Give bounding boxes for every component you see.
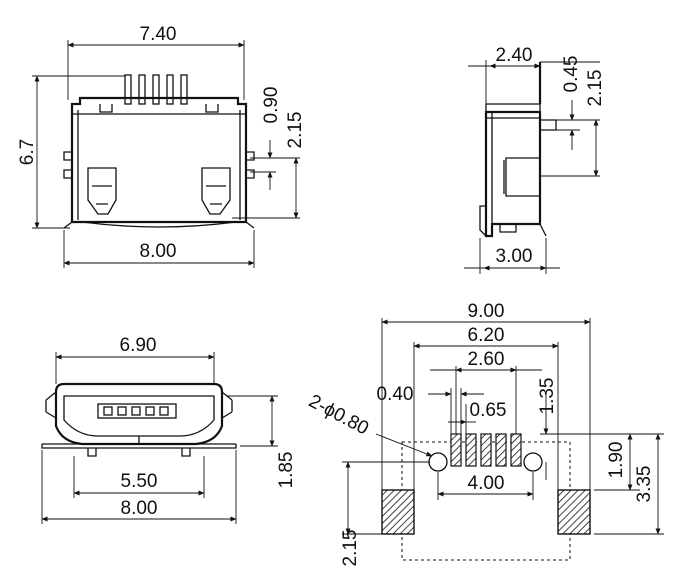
pcb-dim-215-label: 2.15	[340, 530, 361, 567]
opening-view-pegs	[87, 448, 191, 457]
opening-view-base	[41, 443, 237, 449]
pcb-hole-right	[523, 452, 543, 472]
side-view-bottom	[499, 223, 547, 237]
side-view-top	[485, 103, 541, 224]
opening-view-tongue	[97, 403, 177, 419]
side-width-bottom-label: 3.00	[496, 246, 533, 267]
front-view-body	[70, 96, 248, 224]
pcb-width-outer-label: 9.00	[468, 301, 505, 322]
front-dim-b-label: 2.15	[285, 112, 306, 149]
front-view-latches	[87, 167, 231, 215]
side-view-foot	[479, 205, 487, 238]
opening-width-bottom-label: 8.00	[121, 498, 158, 519]
opening-width-top-label: 6.90	[120, 335, 157, 356]
pcb-signal-pads	[450, 433, 522, 467]
pcb-hole-leader	[375, 433, 433, 457]
side-view-body	[484, 110, 542, 238]
pcb-dim-190-label: 1.90	[606, 442, 627, 479]
pcb-dim-135-label: 1.35	[537, 378, 558, 415]
front-view-shoulders	[99, 104, 219, 113]
opening-view: 6.90 5.50 8.00 1.85	[41, 335, 297, 524]
front-view-body-inner	[63, 110, 255, 229]
front-view: 7.40 6.7 8.00 0.90 2.15	[17, 24, 306, 268]
side-view: 2.40 0.45 2.15 3.00	[464, 45, 606, 274]
pcb-hole-spacing-label: 4.00	[468, 473, 505, 494]
front-dim-a-label: 0.90	[261, 87, 282, 124]
front-view-base-curve	[81, 221, 237, 228]
side-dim-b-label: 2.15	[585, 70, 606, 107]
pcb-hole-label: 2-ϕ0.80	[305, 391, 372, 440]
pcb-width-mid-label: 6.20	[468, 325, 505, 346]
pcb-width-inner-label: 2.60	[468, 349, 505, 370]
pcb-pad-width-label: 0.40	[377, 384, 414, 405]
opening-width-inner-label: 5.50	[121, 471, 158, 492]
pcb-layout-view: 9.00 6.20 2.60 0.40 0.65 2-ϕ0.80 1.35	[305, 301, 664, 566]
side-width-top-label: 2.40	[496, 45, 533, 66]
side-view-latch	[503, 157, 541, 197]
opening-view-cavity	[63, 395, 215, 437]
pcb-mount-pads	[381, 489, 591, 535]
opening-view-contacts	[103, 406, 169, 416]
side-view-tab	[540, 119, 557, 131]
opening-height-label: 1.85	[276, 452, 297, 489]
side-dim-a-label: 0.45	[561, 56, 582, 93]
opening-view-shell	[54, 382, 224, 446]
front-width-top-label: 7.40	[140, 24, 177, 45]
pcb-dim-335-label: 3.35	[634, 466, 655, 503]
front-view-side-tabs	[63, 151, 255, 179]
front-height-label: 6.7	[17, 139, 38, 165]
front-width-bottom-label: 8.00	[140, 241, 177, 262]
front-view-pins	[124, 74, 188, 105]
pcb-pitch-label: 0.65	[470, 400, 507, 421]
